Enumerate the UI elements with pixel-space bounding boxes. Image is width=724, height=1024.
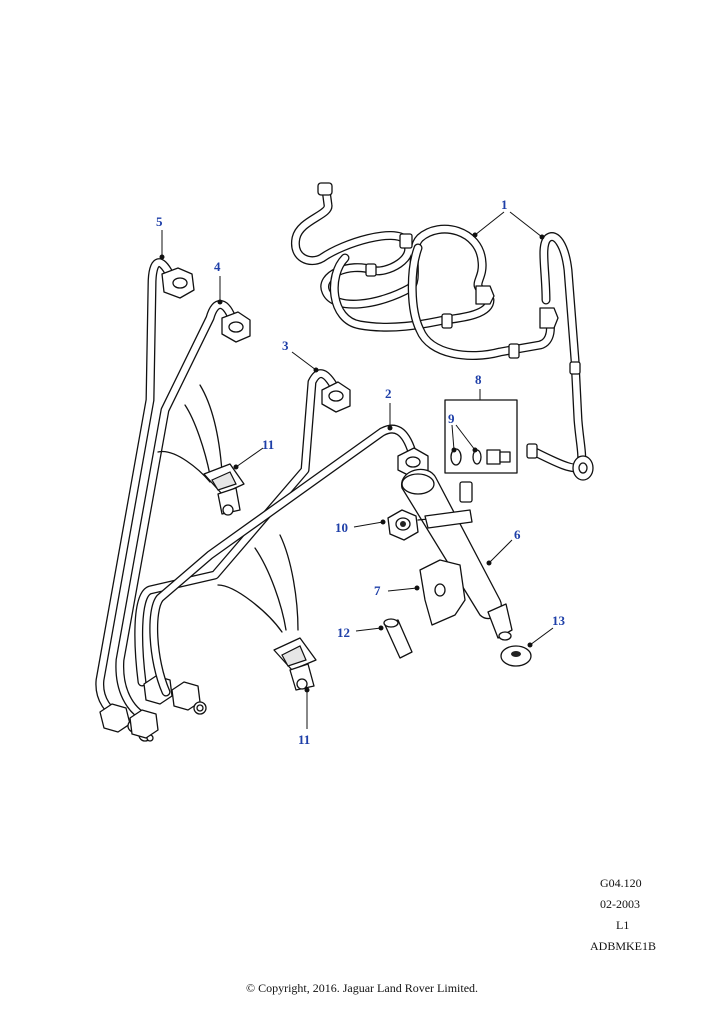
callout-12: 12 <box>337 625 350 640</box>
leader-lines <box>159 211 554 729</box>
pipe-4-union-nut-bottom <box>129 709 159 739</box>
callout-5: 5 <box>156 214 163 229</box>
pipe-5-union-nut-top <box>161 267 195 299</box>
drawing-reference: ADBMKE1B <box>590 939 657 953</box>
pipe-4-union-nut-top <box>221 311 251 343</box>
drawing-number: G04.120 <box>600 876 642 890</box>
injector-pipe-4 <box>115 300 251 739</box>
injector-clamp-bracket <box>419 559 466 626</box>
callout-9: 9 <box>448 411 455 426</box>
pipe-2-union-nut-bottom <box>171 681 207 715</box>
fuel-injector <box>401 468 513 641</box>
callout-6: 6 <box>514 527 521 542</box>
pipe-clamp-upper <box>157 384 245 516</box>
injector-pipe-3 <box>134 369 351 705</box>
pipe-clamp-lower <box>217 534 317 691</box>
callout-labels: 1 2 3 4 5 6 7 8 9 10 11 11 12 13 <box>156 197 566 747</box>
bolt-kit-box <box>444 399 518 474</box>
callout-11a: 11 <box>262 437 274 452</box>
injector-pipe-5 <box>95 258 195 742</box>
callout-1: 1 <box>501 197 508 212</box>
callout-10: 10 <box>335 520 348 535</box>
callout-3: 3 <box>282 338 289 353</box>
callout-2: 2 <box>385 386 392 401</box>
callout-8: 8 <box>475 372 482 387</box>
drawing-revision: L1 <box>616 918 630 932</box>
pipe-3-union-nut-top <box>321 381 351 413</box>
nut-10 <box>387 509 419 541</box>
washer-13 <box>500 645 532 667</box>
stud-12 <box>383 618 413 659</box>
callout-11b: 11 <box>298 732 310 747</box>
callout-4: 4 <box>214 259 221 274</box>
callout-13: 13 <box>552 613 566 628</box>
copyright-notice: © Copyright, 2016. Jaguar Land Rover Lim… <box>245 981 479 995</box>
drawing-date: 02-2003 <box>600 897 640 911</box>
leak-off-pipe-assembly <box>290 182 594 481</box>
callout-7: 7 <box>374 583 381 598</box>
injector-pipe-2 <box>149 424 429 715</box>
